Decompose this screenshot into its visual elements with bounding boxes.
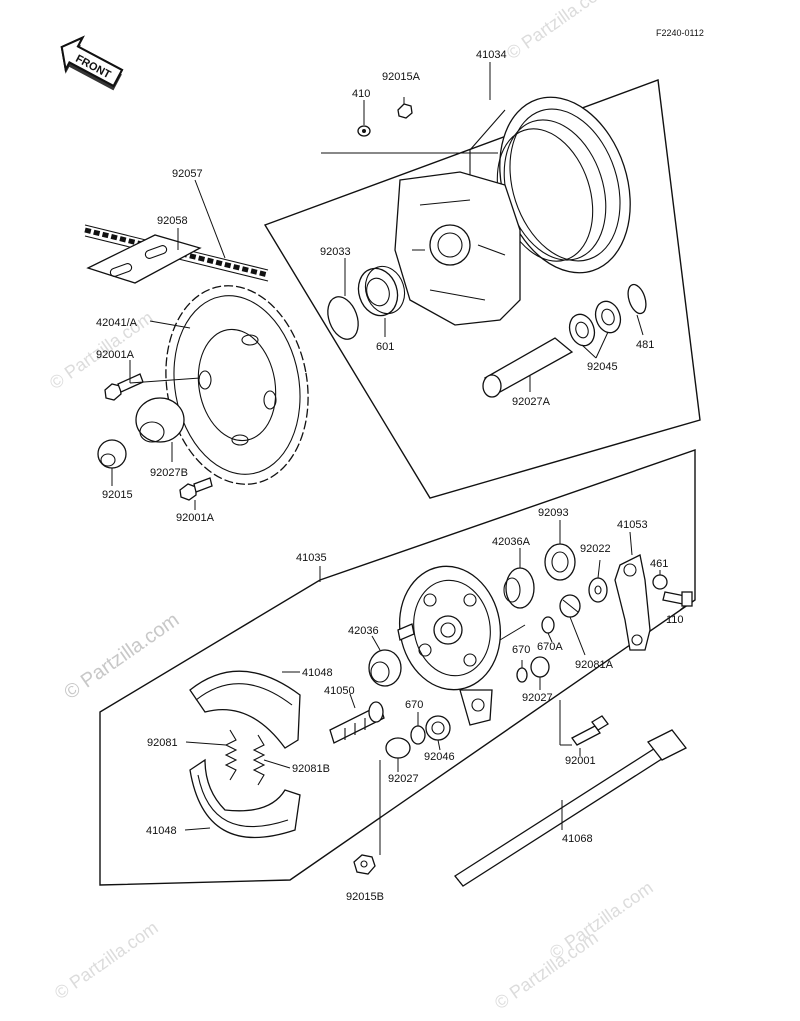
callout-92015: 92015 (102, 489, 133, 501)
callout-41048-bottom: 41048 (146, 825, 177, 837)
callout-92045: 92045 (587, 361, 618, 373)
washer-461 (652, 574, 668, 590)
nut-92015 (97, 439, 127, 469)
spring-92081 (224, 729, 238, 781)
circlip-481 (627, 283, 647, 315)
callout-41048-top: 41048 (302, 667, 333, 679)
nut-92015B (353, 854, 376, 875)
callout-92033: 92033 (320, 246, 351, 258)
watermark-left-large: © Partzilla.com (60, 609, 183, 704)
callout-92027-low: 92027 (388, 773, 419, 785)
callout-41034: 41034 (476, 49, 507, 61)
callout-41035: 41035 (296, 552, 327, 564)
bearing-92045-a (568, 313, 596, 347)
watermark-bottom-center: © Partzilla.com (491, 927, 602, 1013)
callout-41053: 41053 (617, 519, 648, 531)
diagram-code: F2240-0112 (656, 28, 704, 38)
brake-shoe-41048-top (189, 670, 301, 749)
collar-92027-low (385, 737, 411, 759)
callout-92081B: 92081B (292, 763, 330, 775)
bolt-92001A-top (104, 373, 144, 401)
callout-92015B: 92015B (346, 891, 384, 903)
pin-small (397, 623, 415, 641)
spacer-92027A (482, 337, 574, 398)
callout-410: 410 (352, 88, 370, 100)
callout-92001: 92001 (565, 755, 596, 767)
spring-92081A (559, 594, 581, 618)
callout-461: 461 (650, 558, 668, 570)
callout-42036: 42036 (348, 625, 379, 637)
callout-92015A: 92015A (382, 71, 421, 83)
bolt-92001A-bottom (179, 477, 213, 501)
collar-92027-right (530, 656, 550, 678)
brake-panel-41035 (398, 565, 502, 726)
bolt-92001 (571, 715, 609, 746)
axle-41068 (454, 729, 687, 887)
callout-labels: 41034 92015A 410 92057 92058 92033 601 4… (96, 49, 684, 903)
brake-shoe-41048-bottom (189, 758, 301, 839)
bushing-42036 (368, 649, 402, 687)
oring-670A (541, 616, 555, 634)
callout-670: 670 (512, 644, 530, 656)
callout-481: 481 (636, 339, 654, 351)
callout-92001A-top: 92001A (96, 349, 135, 361)
bushing-42036A (503, 567, 535, 609)
callout-41068: 41068 (562, 833, 593, 845)
nut-92015A (397, 103, 413, 119)
spring-92081B (252, 734, 266, 786)
callout-92001A-bottom: 92001A (176, 512, 215, 524)
washer-92022 (588, 577, 608, 603)
watermark-bottom-left: © Partzilla.com (51, 917, 162, 1003)
callout-92081: 92081 (147, 737, 178, 749)
circlip-92033 (327, 296, 359, 340)
callout-110: 110 (666, 614, 684, 626)
washer-410 (357, 125, 371, 137)
callout-670-low: 670 (405, 699, 423, 711)
bolt-110 (662, 591, 693, 607)
callout-92057: 92057 (172, 168, 203, 180)
callout-41050: 41050 (324, 685, 355, 697)
sprocket-42041A (165, 285, 309, 485)
seal-92093 (544, 543, 576, 581)
torque-link-41053 (614, 554, 651, 651)
callout-92046: 92046 (424, 751, 455, 763)
oring-670-low (410, 725, 426, 745)
callout-92058: 92058 (157, 215, 188, 227)
bearing-601 (357, 265, 406, 317)
callout-92093: 92093 (538, 507, 569, 519)
callout-92022: 92022 (580, 543, 611, 555)
collar-92027B (135, 397, 185, 443)
callout-92027A: 92027A (512, 396, 551, 408)
callout-92027-right: 92027 (522, 692, 553, 704)
callout-92027B: 92027B (150, 467, 188, 479)
oring-670 (516, 667, 528, 683)
callout-42041A: 42041/A (96, 317, 138, 329)
camshaft-41050 (329, 701, 385, 744)
callout-92081A: 92081A (575, 659, 614, 671)
bearing-92045-b (594, 300, 622, 334)
callout-42036A: 42036A (492, 536, 531, 548)
front-arrow-icon: FRONT (60, 35, 124, 91)
rear-hub-drum (394, 96, 631, 326)
callout-601: 601 (376, 341, 394, 353)
seal-92046 (425, 715, 451, 741)
watermark-top-right: © Partzilla.com (503, 0, 614, 63)
chain-link-92058 (86, 234, 202, 284)
callout-670A: 670A (537, 641, 563, 653)
